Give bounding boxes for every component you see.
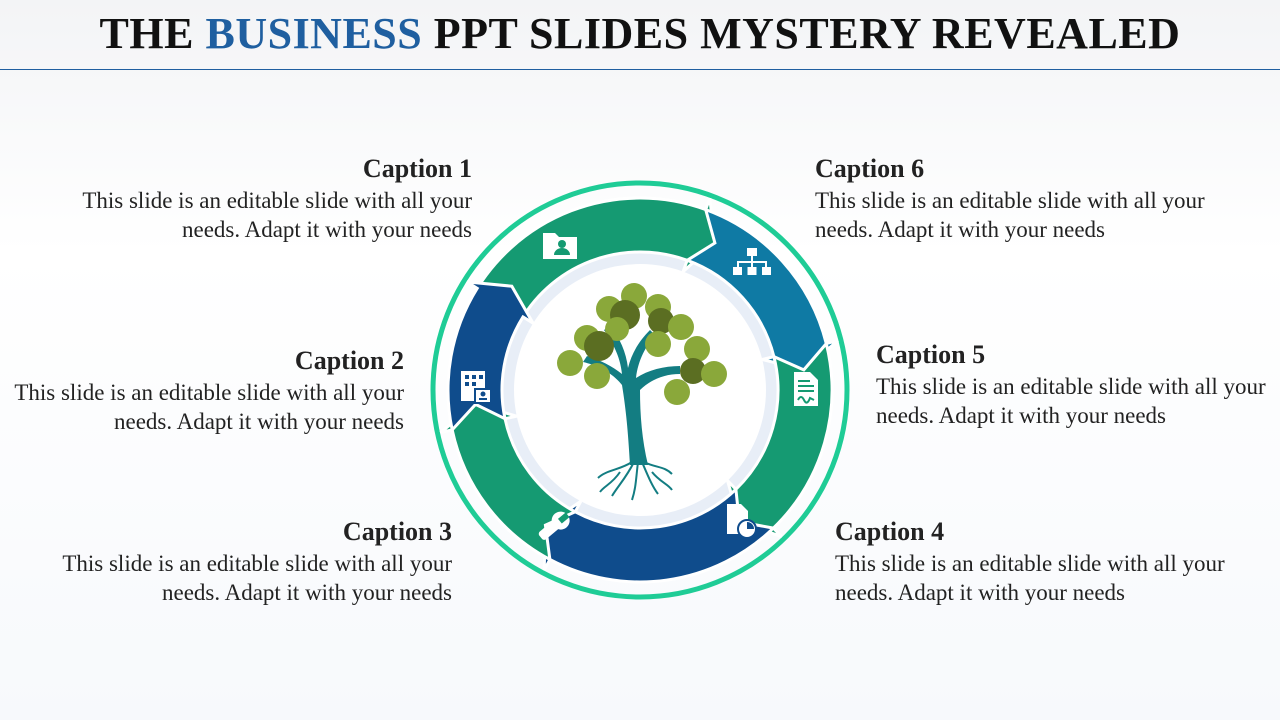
tree-leaf bbox=[684, 336, 710, 362]
tree-leaf bbox=[584, 363, 610, 389]
tree-leaf bbox=[557, 350, 583, 376]
contract-icon bbox=[794, 372, 818, 406]
tree-leaf bbox=[645, 331, 671, 357]
tree-leaf bbox=[701, 361, 727, 387]
tree-leaf bbox=[664, 379, 690, 405]
tree-leaf bbox=[584, 331, 614, 361]
tree-leaf bbox=[668, 314, 694, 340]
